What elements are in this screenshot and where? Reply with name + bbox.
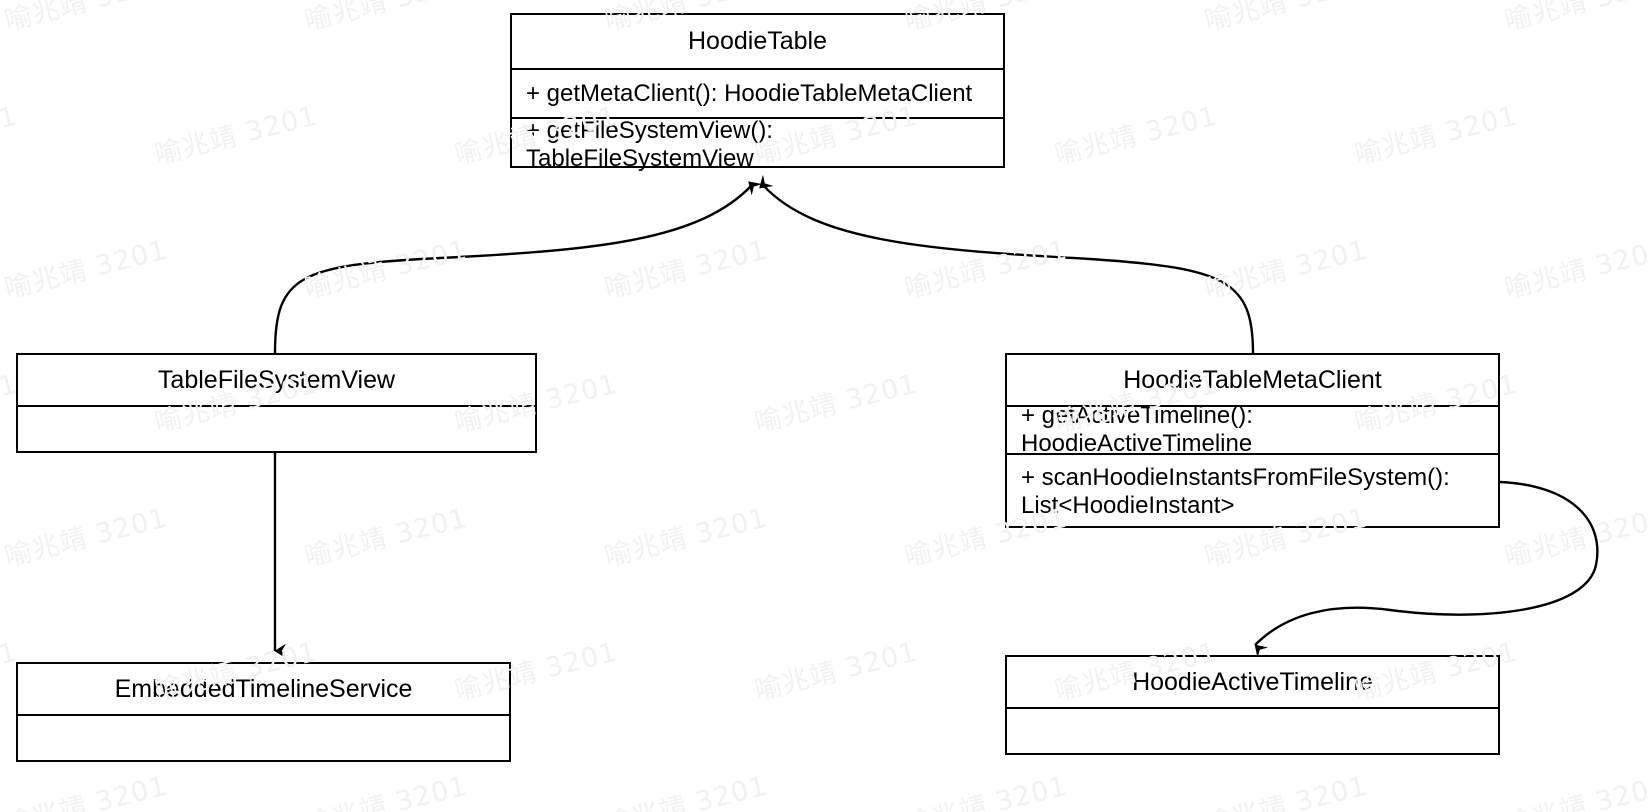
compartment-divider [18, 405, 535, 407]
compartment-divider [1007, 405, 1498, 407]
class-members-empty [18, 716, 509, 762]
class-box-table-file-system-view[interactable]: TableFileSystemView [16, 353, 537, 453]
class-members-empty [1007, 709, 1498, 755]
class-title-hoodie-table: HoodieTable [688, 27, 827, 55]
class-title-hoodie-active-timeline: HoodieActiveTimeline [1132, 667, 1373, 696]
compartment-divider [18, 714, 509, 716]
class-title-table-file-system-view: TableFileSystemView [157, 365, 396, 394]
class-box-hoodie-table-meta-client[interactable]: HoodieTableMetaClient + getActiveTimelin… [1005, 353, 1500, 528]
edge-hoodietablemetaclient-to-hoodieactivetimeline [1254, 480, 1599, 659]
class-box-hoodie-active-timeline[interactable]: HoodieActiveTimeline [1005, 655, 1500, 755]
class-member-scanhoodieinstantsfromfilesystem: + scanHoodieInstantsFromFileSystem(): Li… [1021, 464, 1450, 520]
class-title-hoodie-table-meta-client: HoodieTableMetaClient [1123, 365, 1382, 394]
class-box-hoodie-table[interactable]: HoodieTable + getMetaClient(): HoodieTab… [510, 13, 1005, 172]
class-member-getfilesystemview: + getFileSystemView(): TableFileSystemVi… [526, 116, 773, 172]
compartment-divider [512, 117, 1003, 119]
edge-tablefilesystemview-to-hoodietable [273, 185, 752, 354]
compartment-divider [1007, 453, 1498, 455]
class-members-empty [18, 407, 535, 453]
compartment-divider [512, 68, 1003, 70]
compartment-divider [1007, 707, 1498, 709]
class-member-getmetaclient: + getMetaClient(): HoodieTableMetaClient [526, 79, 973, 107]
class-box-embedded-timeline-service[interactable]: EmbeddedTimelineService [16, 662, 511, 762]
edge-hoodietablemetaclient-to-hoodietable [763, 185, 1255, 354]
class-title-embedded-timeline-service: EmbeddedTimelineService [114, 674, 413, 703]
class-member-getactivetimeline: + getActiveTimeline(): HoodieActiveTimel… [1021, 402, 1253, 457]
